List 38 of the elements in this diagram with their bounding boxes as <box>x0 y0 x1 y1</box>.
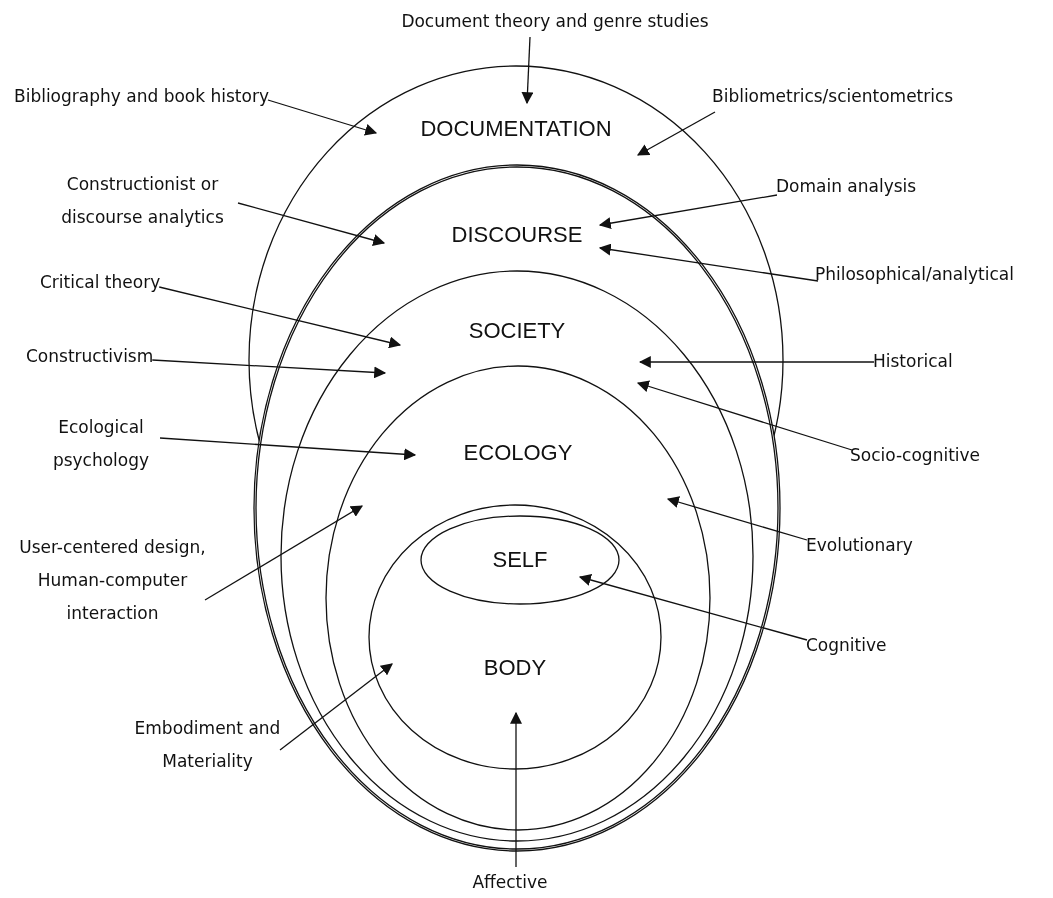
approach-label: Critical theory <box>40 266 161 299</box>
approach-label: Embodiment and Materiality <box>110 712 305 778</box>
arrow <box>151 359 387 379</box>
approach-label: Ecological psychology <box>36 411 166 477</box>
approach-label: Domain analysis <box>776 170 917 203</box>
arrow <box>578 574 808 641</box>
arrow <box>267 99 378 136</box>
region-label: SOCIETY <box>468 318 566 344</box>
arrow <box>279 663 393 751</box>
region-label: SELF <box>492 547 548 573</box>
approach-label: Socio-cognitive <box>850 439 981 472</box>
arrow <box>636 380 853 451</box>
approach-label: Constructionist or discourse analytics <box>40 168 245 234</box>
approach-label: Historical <box>873 345 953 378</box>
approach-label: Bibliometrics/scientometrics <box>712 80 954 113</box>
arrow <box>510 711 522 868</box>
arrow <box>666 496 808 541</box>
arrow <box>204 505 364 601</box>
approach-label: Cognitive <box>806 629 887 662</box>
region-label: ECOLOGY <box>463 440 573 466</box>
approach-label: Affective <box>472 866 548 898</box>
region-label: DOCUMENTATION <box>420 116 612 142</box>
arrow <box>237 202 386 246</box>
approach-label: Document theory and genre studies <box>401 5 709 38</box>
arrow <box>598 243 819 282</box>
approach-label: Bibliography and book history <box>14 80 269 113</box>
arrow <box>159 437 417 461</box>
region-label: BODY <box>483 655 547 681</box>
approach-label: Constructivism <box>26 340 154 373</box>
approach-label: Philosophical/analytical <box>815 258 1014 291</box>
arrow <box>636 111 716 156</box>
approach-label: Evolutionary <box>806 529 913 562</box>
region-label: DISCOURSE <box>451 222 583 248</box>
arrow <box>598 194 778 230</box>
arrow <box>521 36 534 105</box>
arrow <box>158 286 402 349</box>
approach-label: User-centered design, Human-computer interaction <box>0 531 225 630</box>
arrow <box>638 356 875 368</box>
